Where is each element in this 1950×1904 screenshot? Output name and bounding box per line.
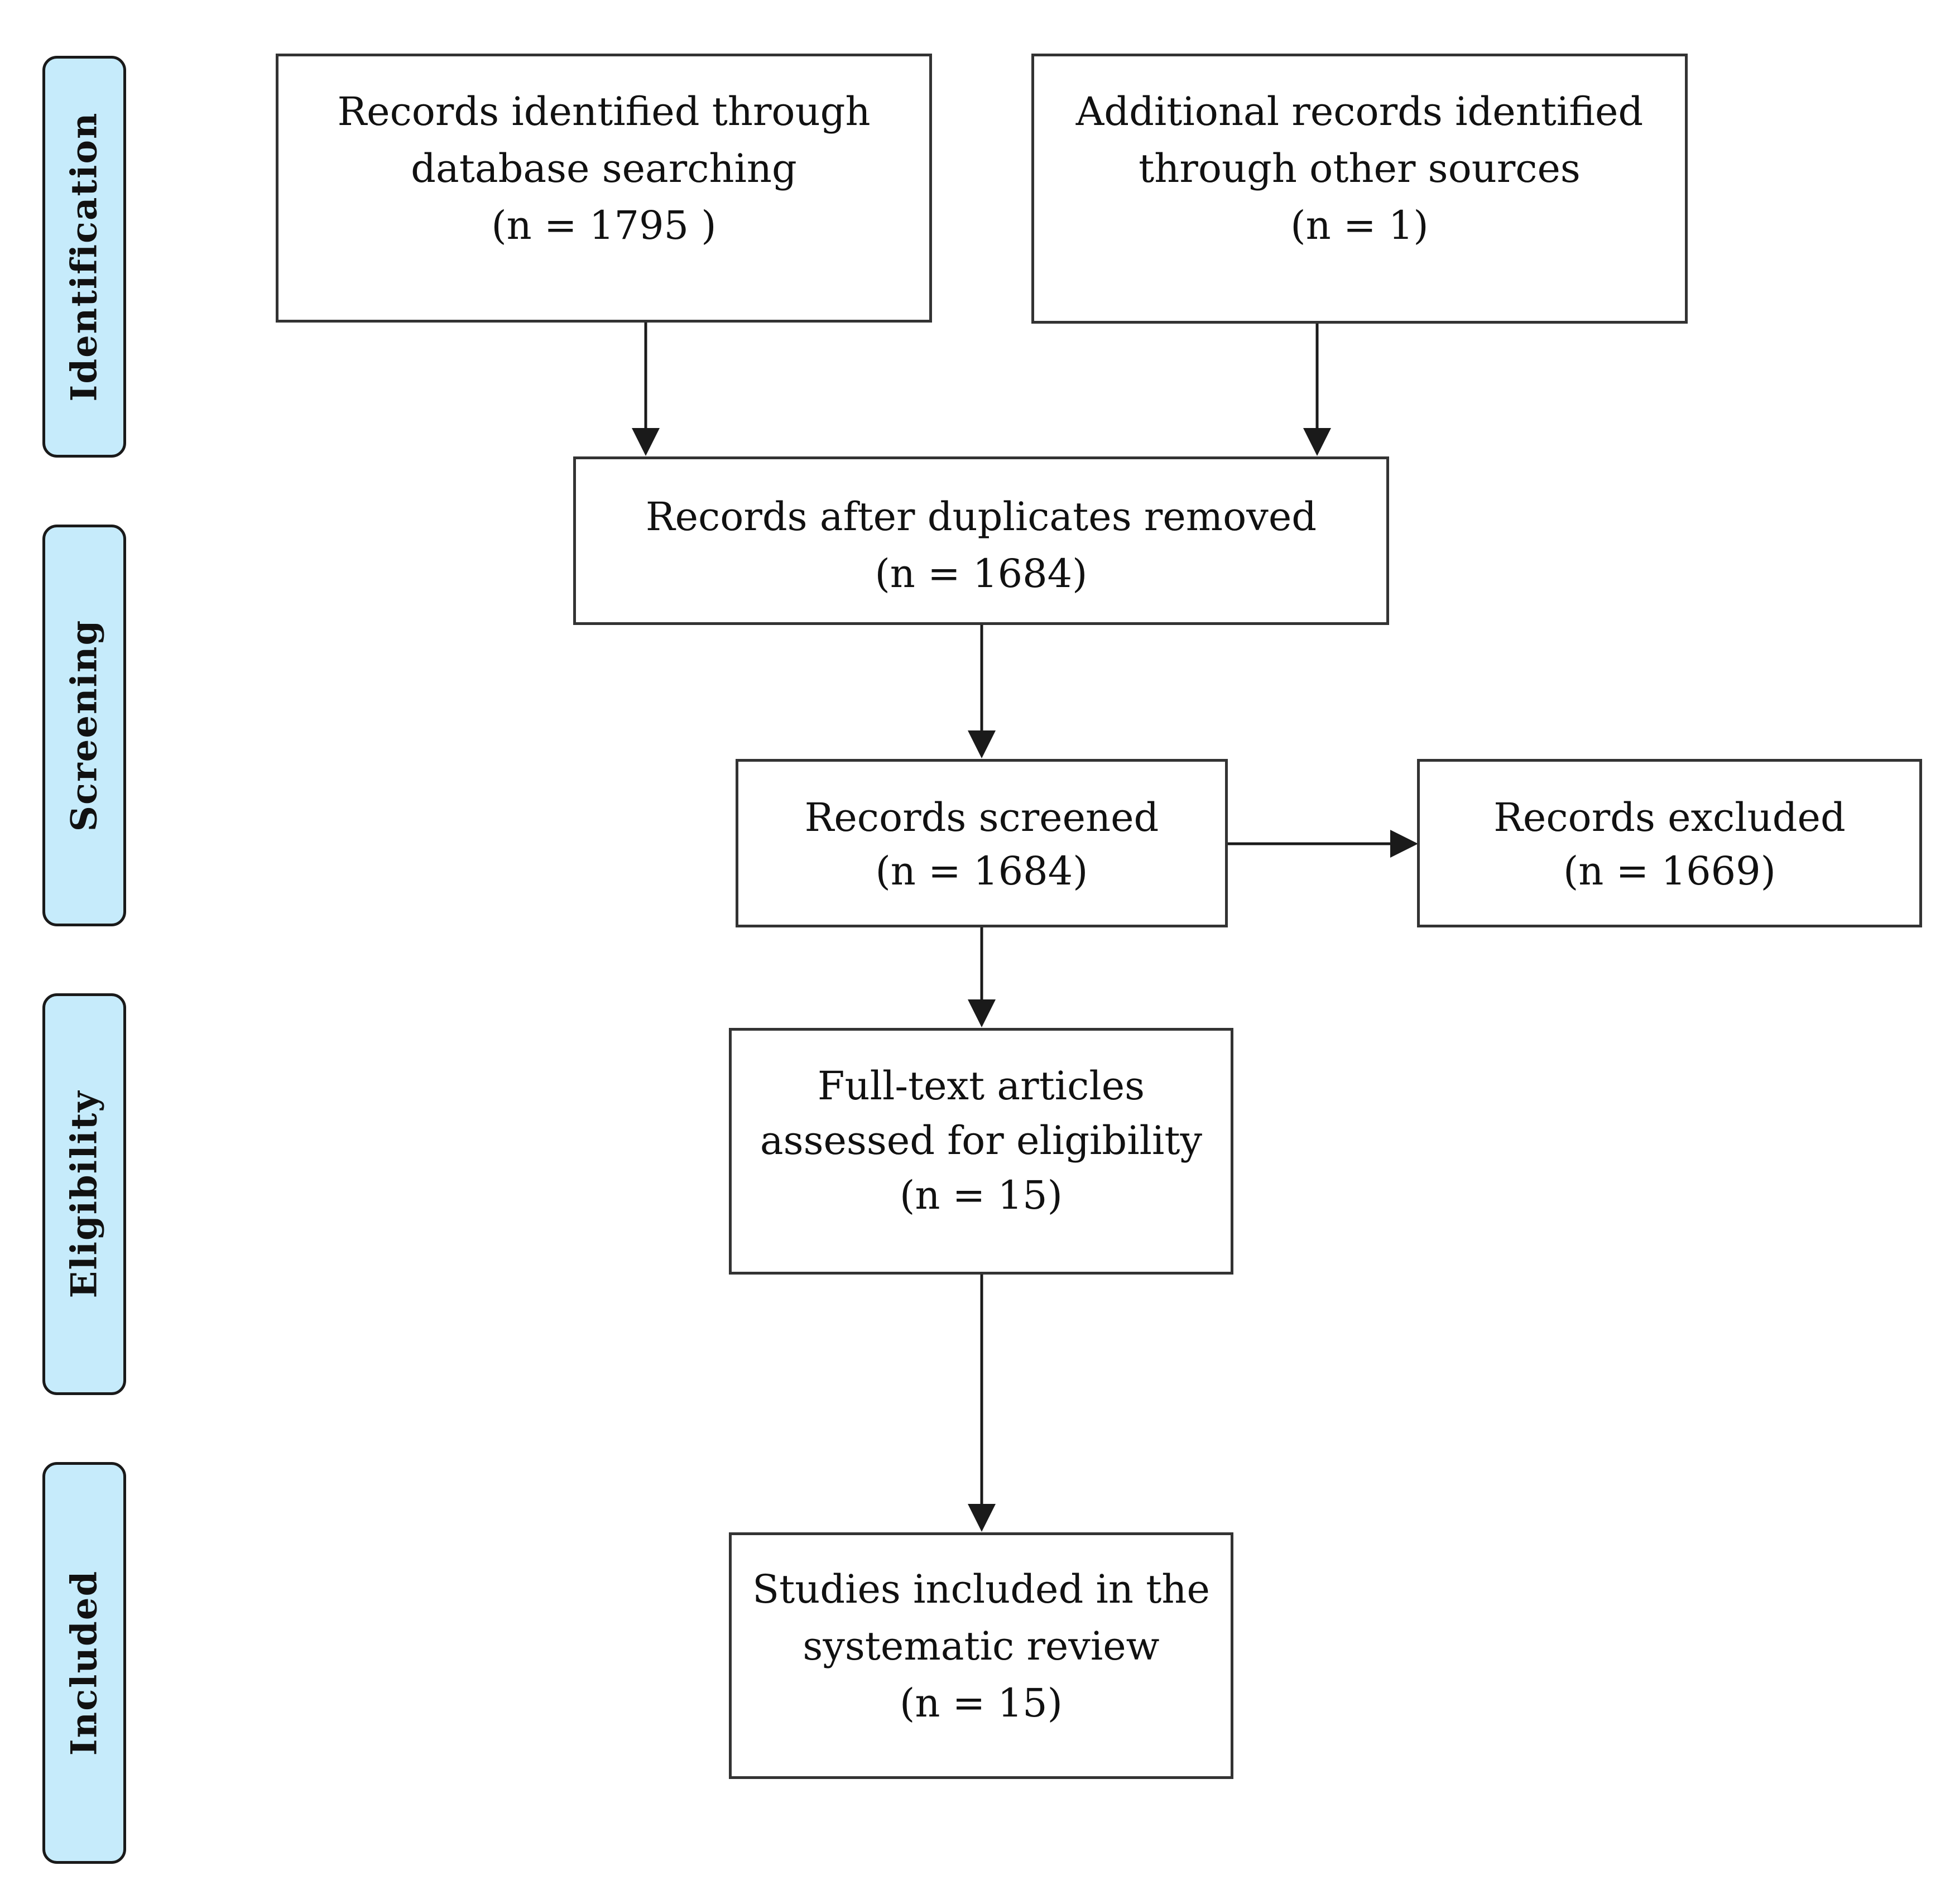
box-full-text-line2: assessed for eligibility (760, 1118, 1203, 1163)
stage-screening: Screening (42, 525, 126, 926)
box-records-excluded: Records excluded (n = 1669) (1417, 759, 1922, 927)
box-full-text-articles: Full-text articles assessed for eligibil… (729, 1028, 1233, 1275)
box-other-sources: Additional records identified through ot… (1031, 54, 1688, 324)
box-other-sources-line2: through other sources (1139, 146, 1581, 191)
box-duplicates-removed: Records after duplicates removed (n = 16… (573, 456, 1389, 625)
stage-identification: Identification (42, 56, 126, 458)
stage-eligibility: Eligibility (42, 993, 126, 1395)
box-records-excluded-line1: Records excluded (1493, 795, 1846, 840)
box-other-sources-count: (n = 1) (1290, 203, 1429, 248)
box-studies-included-line2: systematic review (803, 1623, 1160, 1669)
box-full-text-line1: Full-text articles (817, 1063, 1145, 1109)
box-studies-included: Studies included in the systematic revie… (729, 1532, 1233, 1779)
box-database-search-line1: Records identified through (337, 89, 871, 134)
box-records-excluded-count: (n = 1669) (1563, 848, 1776, 894)
box-database-search-line2: database searching (411, 146, 797, 191)
box-studies-included-count: (n = 15) (900, 1680, 1063, 1726)
box-records-screened-count: (n = 1684) (875, 848, 1088, 894)
box-database-search: Records identified through database sear… (276, 54, 932, 323)
stage-included: Included (42, 1462, 126, 1864)
box-records-screened: Records screened (n = 1684) (736, 759, 1228, 927)
box-database-search-count: (n = 1795 ) (491, 203, 717, 248)
box-full-text-count: (n = 15) (900, 1172, 1063, 1218)
box-duplicates-removed-count: (n = 1684) (875, 551, 1088, 597)
box-records-screened-line1: Records screened (804, 795, 1159, 840)
box-studies-included-line1: Studies included in the (752, 1566, 1210, 1612)
box-duplicates-removed-line1: Records after duplicates removed (645, 494, 1317, 540)
box-other-sources-line1: Additional records identified (1075, 89, 1644, 134)
